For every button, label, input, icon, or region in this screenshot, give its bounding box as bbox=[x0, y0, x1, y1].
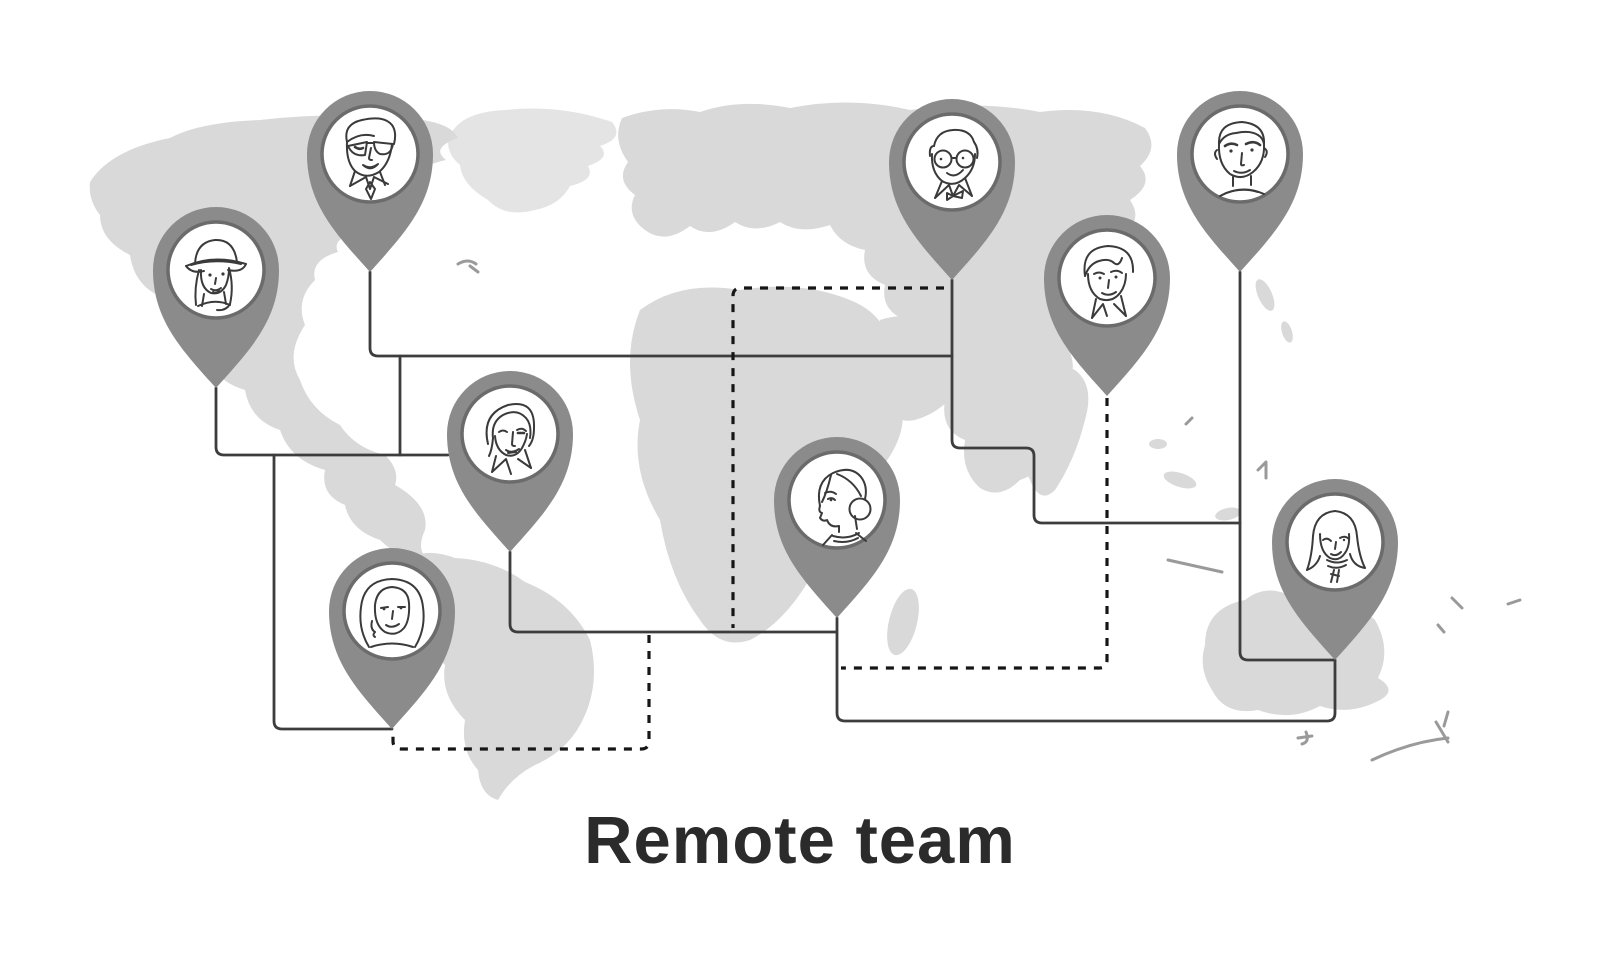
island-se-asia-1 bbox=[1163, 471, 1197, 489]
island-se-asia-3 bbox=[1149, 439, 1167, 449]
pin-portrait-circle bbox=[460, 384, 560, 484]
line-man-glasses-to-older-man bbox=[368, 270, 954, 358]
squiggle-mark bbox=[1370, 710, 1450, 762]
continent-africa bbox=[630, 286, 903, 643]
squiggle-mark bbox=[1450, 596, 1522, 610]
map-pin-older-man bbox=[889, 99, 1015, 280]
squiggle-mark bbox=[456, 259, 480, 274]
pin-portrait-circle bbox=[1057, 228, 1157, 328]
peninsula-india bbox=[1005, 362, 1089, 496]
sketch-squiggles bbox=[456, 259, 1522, 762]
map-pin-woman-long-hair bbox=[329, 548, 455, 729]
squiggle-mark bbox=[1166, 558, 1224, 574]
island-greenland bbox=[448, 108, 617, 213]
pin-portrait-circle bbox=[787, 450, 887, 550]
peninsula-arabia bbox=[876, 316, 968, 421]
island-japan-2 bbox=[1281, 321, 1293, 343]
team-pins bbox=[153, 91, 1398, 729]
pin-portrait-circle bbox=[166, 220, 266, 320]
line-woman-bun-to-woman-long-2 bbox=[835, 616, 1337, 723]
connection-lines bbox=[214, 270, 1337, 751]
map-pin-woman-hat bbox=[153, 207, 279, 388]
dashed-man-side-to-woman-bun bbox=[841, 398, 1109, 670]
map-pin-man-glasses bbox=[307, 91, 433, 272]
pin-portrait-circle bbox=[1190, 104, 1290, 204]
map-pin-man-side-part bbox=[1044, 215, 1170, 396]
line-woman-wink-to-woman-bun bbox=[508, 550, 838, 634]
line-older-man-to-man-tshirt bbox=[950, 278, 1242, 525]
line-branch-to-woman-long-hair bbox=[272, 453, 394, 731]
island-madagascar bbox=[887, 588, 919, 656]
squiggle-mark bbox=[1256, 460, 1268, 480]
illustration-title: Remote team bbox=[584, 803, 1016, 878]
squiggle-mark bbox=[1184, 416, 1194, 426]
dashed-older-man-down bbox=[731, 286, 944, 628]
island-japan-1 bbox=[1255, 279, 1275, 311]
map-pin-woman-long-hair-2 bbox=[1272, 479, 1398, 660]
line-man-tshirt-to-woman-long-2 bbox=[1238, 270, 1337, 662]
map-pin-woman-wink bbox=[447, 371, 573, 552]
squiggle-mark bbox=[1296, 730, 1314, 746]
squiggle-mark bbox=[1436, 623, 1446, 634]
line-woman-hat-to-woman-wink bbox=[214, 386, 450, 457]
island-se-asia-2 bbox=[1215, 507, 1241, 521]
map-pin-man-tshirt bbox=[1177, 91, 1303, 272]
map-pin-woman-bun bbox=[774, 437, 900, 618]
dashed-to-woman-long-hair bbox=[391, 635, 651, 751]
